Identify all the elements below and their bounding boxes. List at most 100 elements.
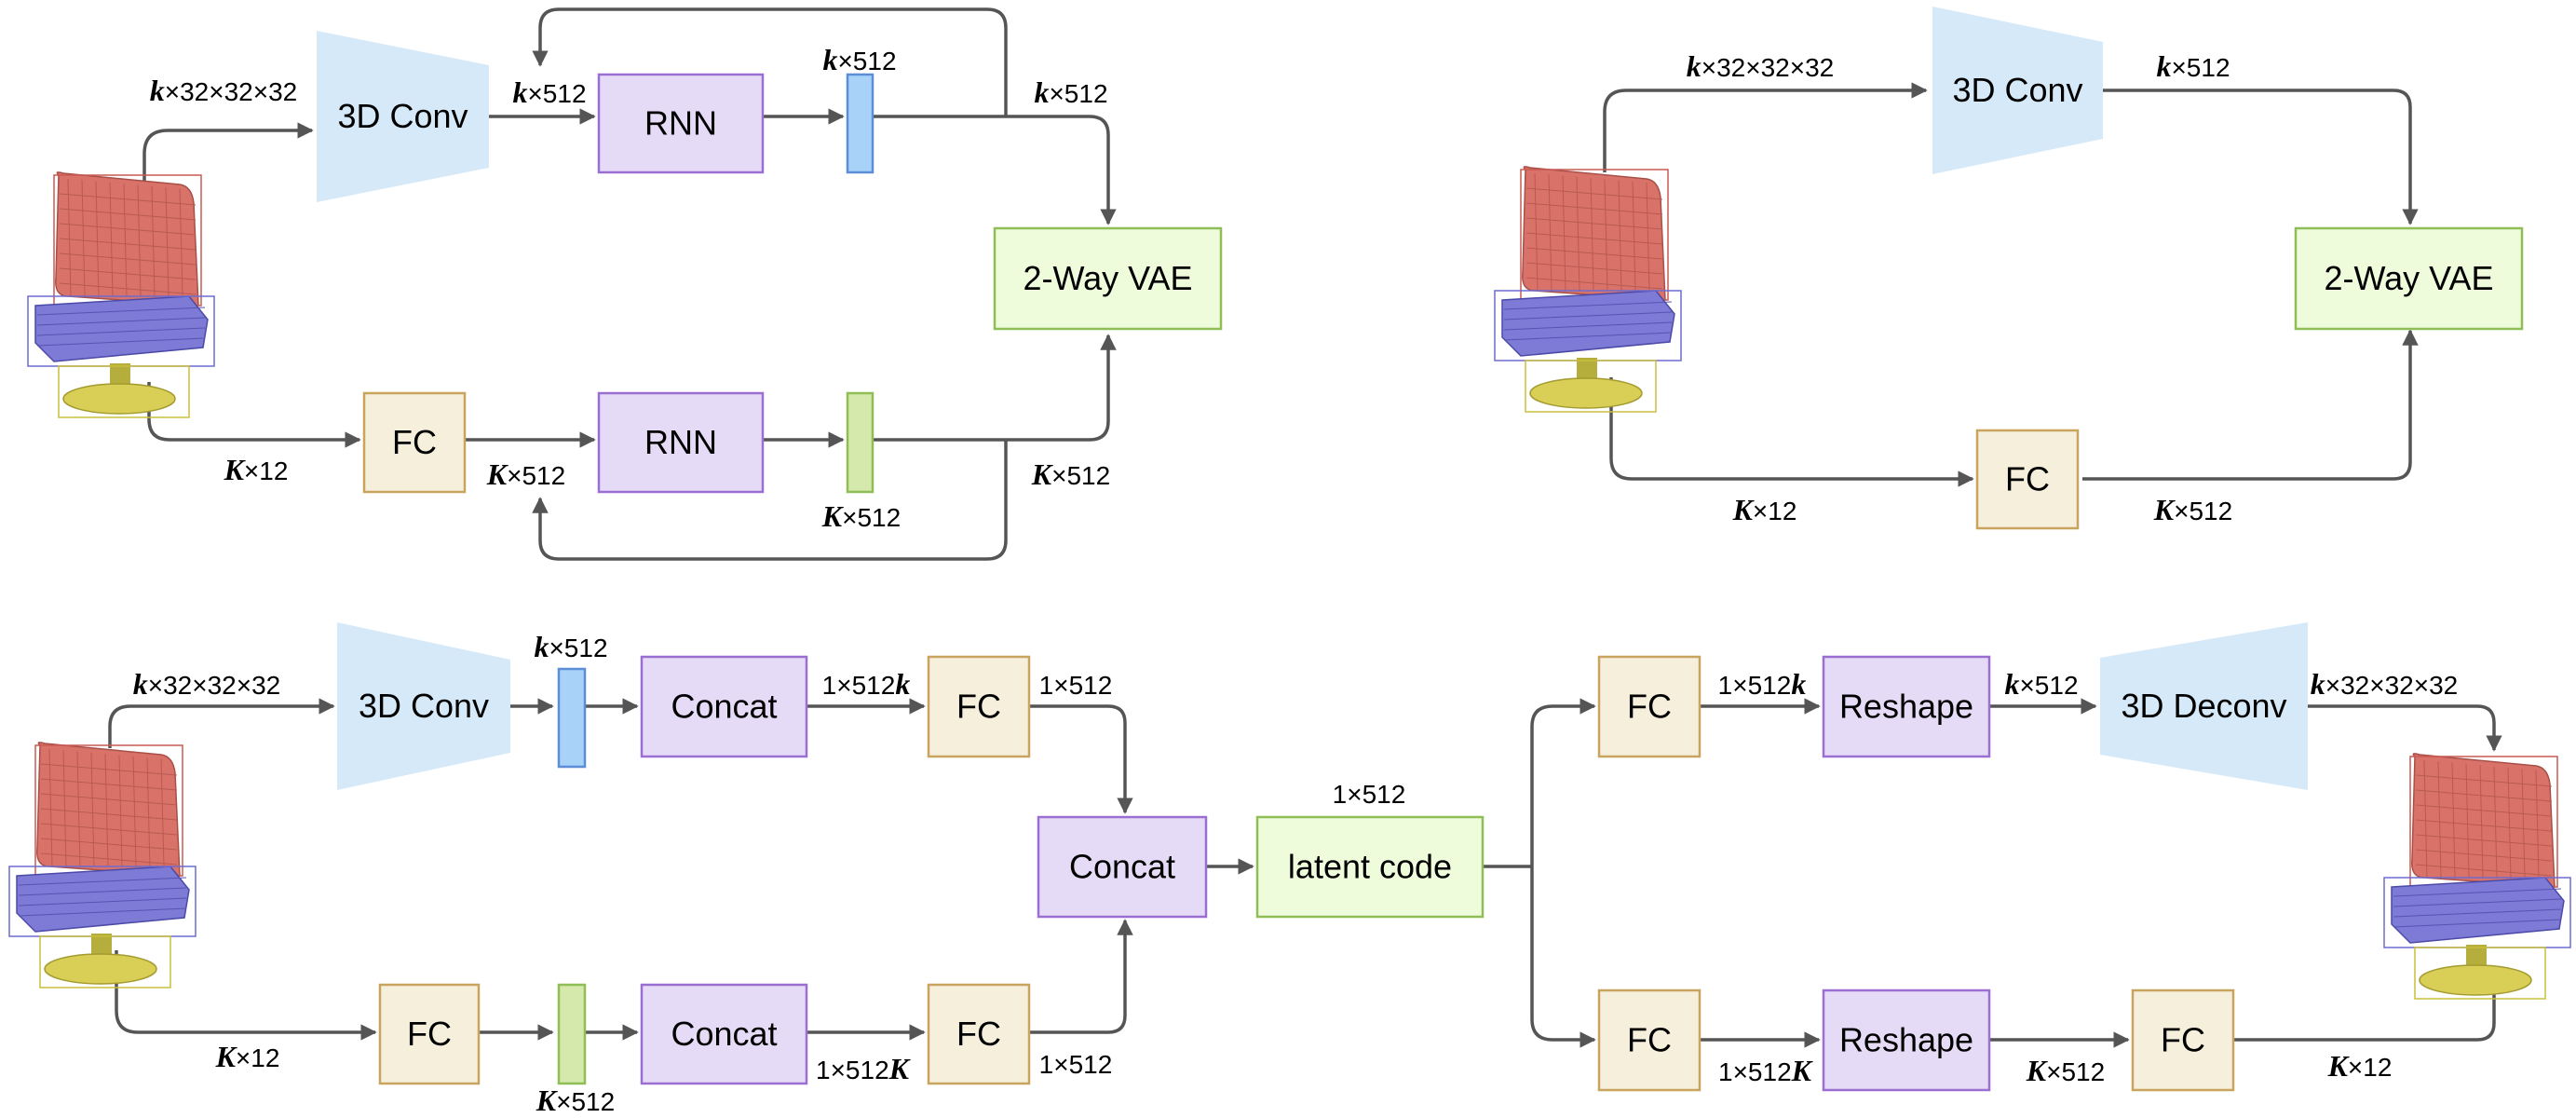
edge-fc-to-chair-bottom bbox=[2234, 972, 2502, 1042]
conv3d-1-label: 3D Conv bbox=[337, 97, 468, 135]
concat-3-bottom: Concat bbox=[640, 983, 808, 1085]
vector-3-bottom bbox=[557, 983, 587, 1085]
edge-chair-to-conv-2 bbox=[1603, 82, 1928, 172]
fc-4-bottom-label: FC bbox=[1627, 1021, 1672, 1059]
dim-3-1512-bottom-value: 1×512 bbox=[1039, 1050, 1113, 1079]
rnn-1-top-label: RNN bbox=[644, 104, 717, 143]
dim-4-K12-value: ×12 bbox=[2348, 1053, 2393, 1082]
fc-3-bottom-left-label: FC bbox=[407, 1015, 452, 1053]
dim-2-k512-value: ×512 bbox=[2171, 53, 2230, 82]
dim-4-1512k: 1×512k bbox=[1718, 667, 1807, 701]
fc-1-shape bbox=[362, 391, 467, 494]
edge-fc-to-vae-2 bbox=[2082, 329, 2419, 481]
dim-3-K512-symbol: K bbox=[536, 1084, 559, 1117]
edge-chair-to-conv bbox=[142, 122, 314, 182]
dim-3-latent: 1×512 bbox=[1333, 780, 1406, 809]
dim-3-1512k-symbol: k bbox=[895, 667, 910, 701]
reshape-4-bottom-label: Reshape bbox=[1839, 1021, 1973, 1059]
dim-1-K512-vec-value: ×512 bbox=[842, 503, 901, 532]
dim-4-1512k-symbol: k bbox=[1791, 667, 1806, 701]
chair-3: chair-voxel-icon bbox=[8, 742, 197, 988]
concat-3-mid-shape bbox=[1037, 815, 1208, 919]
rnn-1-bottom: RNN bbox=[597, 391, 765, 494]
deconv3d-4: 3D Deconv bbox=[2100, 622, 2308, 790]
chairs: chair-voxel-iconchair-voxel-iconchair-vo… bbox=[8, 166, 2571, 1000]
conv3d-2-label: 3D Conv bbox=[1952, 71, 2082, 109]
reshape-4-bottom: Reshape bbox=[1822, 988, 1991, 1092]
dim-4-K12-symbol: K bbox=[2327, 1049, 2351, 1083]
dim-2-K512-value: ×512 bbox=[2174, 497, 2232, 525]
dim-1-K12-symbol: K bbox=[224, 453, 247, 486]
dim-3-1512-bottom: 1×512 bbox=[1039, 1050, 1113, 1079]
edge-top-loop bbox=[532, 7, 1008, 116]
dim-1-vox-value: ×32×32×32 bbox=[165, 77, 298, 106]
vae-2-label: 2-Way VAE bbox=[2324, 259, 2493, 297]
dim-3-1512-top-value: 1×512 bbox=[1039, 671, 1113, 700]
dim-3-K12-symbol: K bbox=[215, 1040, 238, 1073]
edge-split-to-fc-bottom bbox=[1530, 866, 1596, 1048]
fc-3-bottom-label: FC bbox=[956, 1015, 1001, 1053]
edge-deconv-to-chair bbox=[2308, 704, 2502, 752]
dim-1-K512-vec-symbol: K bbox=[821, 499, 845, 533]
dim-1-k512-in: k×512 bbox=[512, 75, 586, 109]
edge-chair-to-fc bbox=[147, 382, 361, 448]
dim-2-K512-symbol: K bbox=[2153, 493, 2176, 526]
dim-2-vox-value: ×32×32×32 bbox=[1702, 53, 1835, 82]
dim-4-k512-symbol: k bbox=[2004, 667, 2019, 701]
fc-3-top-label: FC bbox=[956, 688, 1001, 726]
dim-1-k512-in-symbol: k bbox=[512, 75, 527, 109]
dim-4-1512K-value: 1×512 bbox=[1718, 1057, 1792, 1086]
vector-3-top bbox=[557, 667, 587, 769]
fc-4-top-label: FC bbox=[1627, 688, 1672, 726]
dim-1-K12-value: ×12 bbox=[244, 457, 289, 485]
vector-1-bottom bbox=[846, 391, 874, 494]
dim-2-k512-symbol: k bbox=[2156, 49, 2171, 83]
concat-3-bottom-label: Concat bbox=[671, 1015, 777, 1053]
fc-4-top-shape bbox=[1597, 655, 1702, 758]
latent-code: latent code bbox=[1255, 815, 1485, 919]
dim-4-k512: k×512 bbox=[2004, 667, 2078, 701]
dim-4-k512-value: ×512 bbox=[2019, 671, 2078, 700]
rnn-1-bottom-label: RNN bbox=[644, 423, 717, 461]
conv3d-1-shape bbox=[317, 31, 489, 202]
dim-3-k512-symbol: k bbox=[534, 630, 549, 663]
dim-1-k512-vec-value: ×512 bbox=[837, 47, 896, 75]
dim-3-k512: k×512 bbox=[534, 630, 607, 663]
fc-2: FC bbox=[1975, 429, 2080, 530]
dim-1-K512-out-value: ×512 bbox=[1051, 461, 1110, 490]
fc-3-bottom-left-shape bbox=[378, 983, 481, 1085]
dim-1-K512-out-symbol: K bbox=[1031, 457, 1054, 491]
concat-3-top: Concat bbox=[640, 655, 808, 758]
dim-1-k512-out: k×512 bbox=[1034, 75, 1107, 109]
dim-3-latent-value: 1×512 bbox=[1333, 780, 1406, 809]
vae-1-label: 2-Way VAE bbox=[1023, 259, 1192, 297]
dim-1-vox-symbol: k bbox=[150, 74, 165, 107]
dim-3-K512: K×512 bbox=[536, 1084, 615, 1117]
dim-1-k512-out-value: ×512 bbox=[1049, 79, 1107, 108]
deconv3d-4-shape bbox=[2100, 622, 2308, 790]
dim-3-K512-value: ×512 bbox=[556, 1087, 615, 1116]
fc-4-bottom: FC bbox=[1597, 988, 1702, 1092]
dim-1-K512-out: K×512 bbox=[1031, 457, 1110, 491]
edge-fc-to-concat-3 bbox=[1029, 704, 1133, 814]
dim-1-k512-out-symbol: k bbox=[1034, 75, 1049, 109]
dim-3-K12-value: ×12 bbox=[236, 1043, 280, 1072]
dim-2-K12: K×12 bbox=[1732, 493, 1797, 526]
chair-1: chair-voxel-icon bbox=[27, 171, 215, 418]
edge-bottom-loop bbox=[532, 440, 1008, 561]
dim-3-K12: K×12 bbox=[215, 1040, 280, 1073]
dim-4-1512k-value: 1×512 bbox=[1718, 671, 1792, 700]
edge-split-to-fc-top bbox=[1530, 698, 1596, 866]
fc-3-bottom-shape bbox=[927, 983, 1031, 1085]
edge-fc-to-concat-3b bbox=[1029, 919, 1133, 1034]
deconv3d-4-label: 3D Deconv bbox=[2121, 687, 2286, 725]
dim-2-k512: k×512 bbox=[2156, 49, 2230, 83]
dim-2-K12-symbol: K bbox=[1732, 493, 1756, 526]
fc-3-top: FC bbox=[927, 655, 1031, 758]
edge-chair-to-fc-3b bbox=[115, 950, 377, 1041]
reshape-4-top-shape bbox=[1822, 655, 1991, 758]
fc-2-shape bbox=[1975, 429, 2080, 530]
dim-2-K512: K×512 bbox=[2153, 493, 2232, 526]
